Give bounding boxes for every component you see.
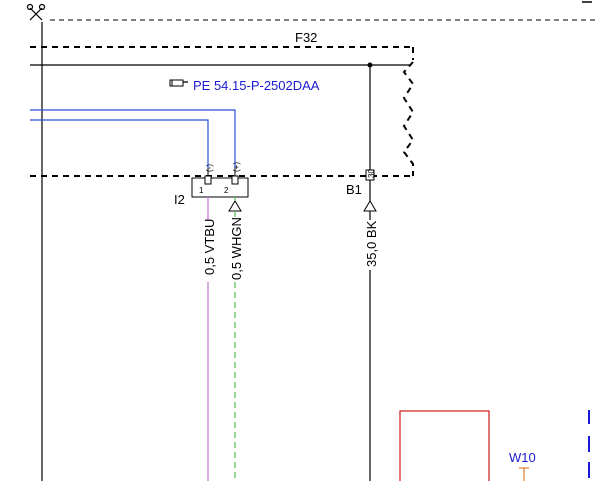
wire-vtbu-label: 0,5 VTBU [202, 219, 217, 275]
pin2-polarity: (+) [232, 162, 241, 172]
component-box[interactable] [399, 410, 490, 481]
reference-link[interactable]: PE 54.15-P-2502DAA [169, 78, 320, 93]
connector-b1-label: B1 [346, 182, 362, 197]
fuse-box-outline [30, 46, 415, 177]
pointing-hand-icon [169, 79, 188, 87]
scissors-icon [26, 3, 46, 21]
pin2-number: 2 [224, 186, 229, 195]
pin30-number: 30 [367, 169, 376, 178]
connector-i2 [191, 168, 249, 198]
arrow-marker-icon [228, 200, 377, 212]
connector-i2-label: I2 [174, 192, 185, 207]
wire-whgn-label: 0,5 WHGN [229, 217, 244, 280]
pin1-number: 1 [199, 186, 204, 195]
fuse-label: F32 [295, 30, 317, 45]
reference-text[interactable]: PE 54.15-P-2502DAA [193, 78, 320, 93]
ground-marker-icon [519, 467, 529, 481]
wire-bk-label: 35,0 BK [364, 220, 379, 267]
pin1-polarity: (-) [205, 164, 214, 172]
signal-lines [30, 109, 236, 168]
w10-label: W10 [509, 450, 536, 465]
